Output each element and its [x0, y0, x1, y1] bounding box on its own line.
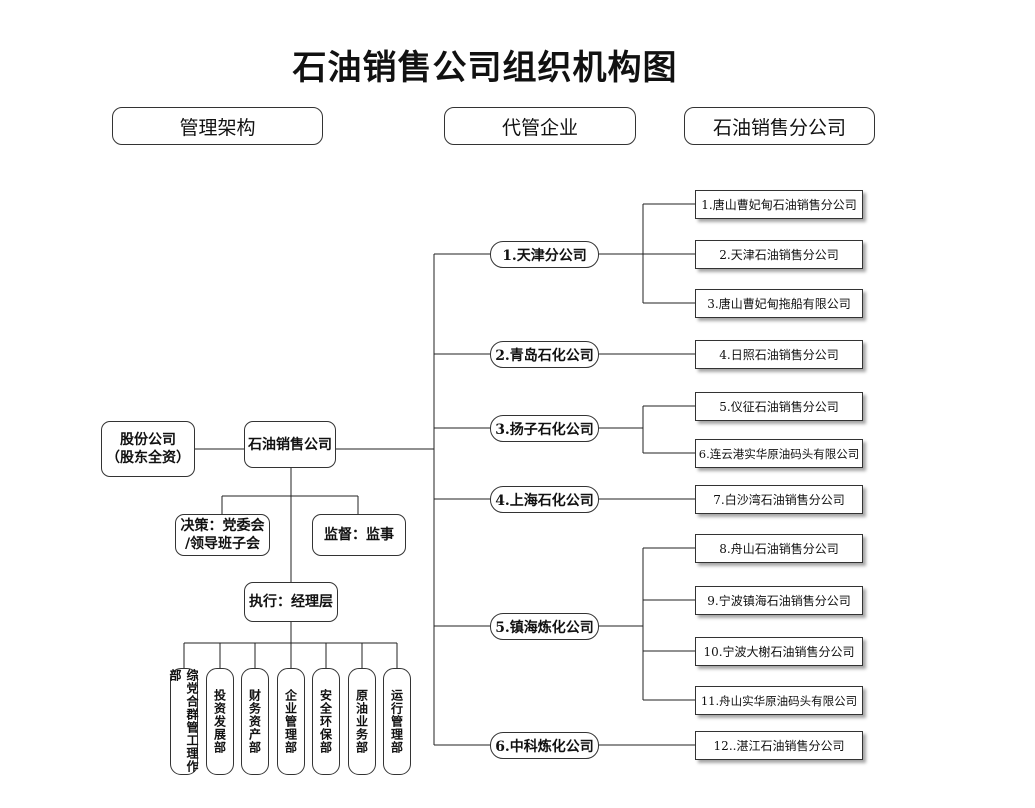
page-title: 石油销售公司组织机构图 — [292, 48, 678, 88]
department-item: 原油业务部 — [348, 668, 376, 775]
department-item: 投资发展部 — [206, 668, 234, 775]
sales-branch-item: 1.唐山曹妃甸石油销售分公司 — [695, 190, 863, 219]
sales-branch-item: 5.仪征石油销售分公司 — [695, 392, 863, 421]
managed-company-item: 5.镇海炼化公司 — [490, 613, 599, 640]
sales-branch-item: 6.连云港实华原油码头有限公司 — [695, 439, 863, 468]
managed-company-item: 3.扬子石化公司 — [490, 415, 599, 442]
header-sales-branches: 石油销售分公司 — [684, 107, 875, 145]
managed-company-item: 4.上海石化公司 — [490, 486, 599, 513]
managed-company-item: 2.青岛石化公司 — [490, 341, 599, 368]
header-managed-companies: 代管企业 — [444, 107, 636, 145]
sales-branch-item: 10.宁波大榭石油销售分公司 — [695, 637, 863, 666]
sales-branch-item: 12..湛江石油销售分公司 — [695, 731, 863, 760]
parent-company-box: 股份公司 （股东全资） — [101, 421, 195, 477]
managed-company-item: 6.中科炼化公司 — [490, 732, 599, 759]
managed-company-item: 1.天津分公司 — [490, 241, 599, 268]
decision-box: 决策：党委会 /领导班子会 — [175, 514, 270, 556]
sales-branch-item: 9.宁波镇海石油销售分公司 — [695, 586, 863, 615]
sales-branch-item: 11.舟山实华原油码头有限公司 — [695, 686, 863, 715]
sales-branch-item: 7.白沙湾石油销售分公司 — [695, 485, 863, 514]
department-item: 企业管理部 — [277, 668, 305, 775]
department-item: 综党合群管工理作部 — [168, 668, 199, 775]
supervision-box: 监督：监事 — [312, 514, 406, 556]
sales-branch-item: 3.唐山曹妃甸拖船有限公司 — [695, 289, 863, 318]
sales-branch-item: 2.天津石油销售分公司 — [695, 240, 863, 269]
header-management: 管理架构 — [112, 107, 323, 145]
execution-box: 执行：经理层 — [244, 582, 338, 622]
department-item: 运行管理部 — [383, 668, 411, 775]
sales-branch-item: 4.日照石油销售分公司 — [695, 340, 863, 369]
sales-company-box: 石油销售公司 — [244, 421, 336, 468]
department-item: 财务资产部 — [241, 668, 269, 775]
sales-branch-item: 8.舟山石油销售分公司 — [695, 534, 863, 563]
department-item: 安全环保部 — [312, 668, 340, 775]
